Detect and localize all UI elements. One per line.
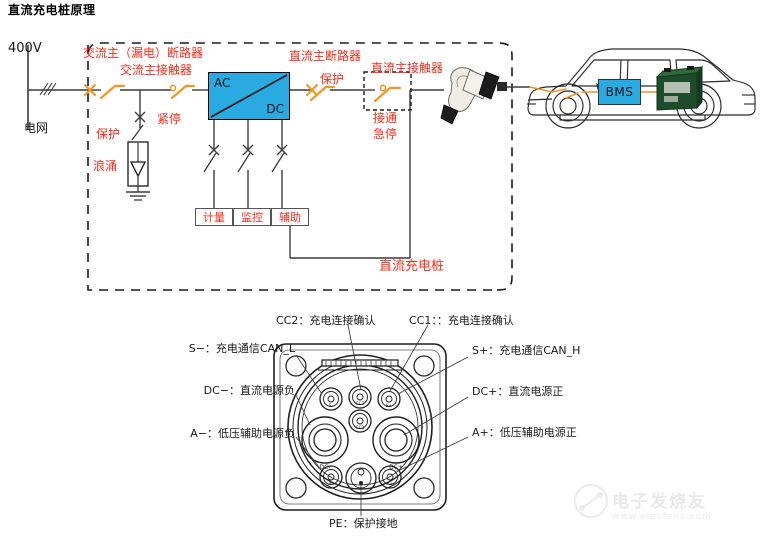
ac-main-contactor-symbol <box>99 84 126 100</box>
connect-label: 接通 <box>373 111 398 125</box>
battery-pack <box>655 65 704 111</box>
page-title: 直流充电桩原理 <box>8 3 96 17</box>
station-boundary <box>87 42 513 291</box>
grid-name-label: 电网 <box>24 121 49 135</box>
svg-text:DC+: DC+ <box>389 464 403 471</box>
label-cc2: CC2：充电连接确认 <box>276 314 376 327</box>
surge-protect-label: 保护 <box>96 127 121 141</box>
module-branches <box>203 120 288 208</box>
module-box-monitoring: 监控 <box>233 208 271 226</box>
module-box-metering: 计量 <box>195 208 233 226</box>
pin-dc-minus <box>301 416 349 464</box>
label-a-minus: A−：低压辅助电源负 <box>190 427 295 440</box>
ac-main-contactor-label: 交流主接触器 <box>120 63 193 77</box>
ac-main-breaker-label: 交流主（漏电）断路器 <box>83 46 204 60</box>
module-box-auxiliary: 辅助 <box>271 208 309 226</box>
grid-voltage-label: 400V <box>8 41 42 56</box>
svg-text:DC-: DC- <box>320 464 331 471</box>
ac-main-breaker-symbol <box>84 84 96 96</box>
charging-gun <box>440 67 530 125</box>
dc-main-breaker-symbol <box>306 84 318 96</box>
emergency-stop-label: 紧停 <box>157 112 182 126</box>
svg-text:A-: A- <box>329 481 334 487</box>
connector-leader-lines <box>295 324 469 516</box>
svg-text:A+: A+ <box>387 481 394 487</box>
surge-label: 浪涌 <box>93 159 118 173</box>
pin-s-plus <box>377 387 401 411</box>
pin-dc-plus <box>372 416 420 464</box>
pin-s-minus <box>319 387 343 411</box>
pin-a-minus <box>319 465 343 489</box>
svg-text:CC1: CC1 <box>355 425 364 431</box>
dc-main-contactor-symbol <box>373 84 402 103</box>
watermark-text: 电子发烧友 <box>612 492 707 512</box>
label-dc-plus: DC+：直流电源正 <box>472 385 564 398</box>
label-pe: PE：保护接地 <box>329 517 398 530</box>
vehicle-charge-lead <box>529 86 657 99</box>
converter-dc-label: DC <box>266 102 284 116</box>
station-caption: 直流充电桩 <box>379 259 445 274</box>
dc-protect-label: 保护 <box>320 72 345 86</box>
pin-a-plus <box>378 465 402 489</box>
label-dc-minus: DC−：直流电源负 <box>203 384 295 397</box>
ac-dc-converter: AC DC <box>208 72 290 120</box>
emergency-stop-switch-ac <box>169 84 196 100</box>
dc-main-contactor-label: 直流主接触器 <box>371 61 444 75</box>
pin-cc1 <box>348 409 372 433</box>
bms-box: BMS <box>598 79 641 105</box>
label-s-plus: S+：充电通信CAN_H <box>472 344 581 357</box>
label-a-plus: A+：低压辅助电源正 <box>472 426 577 439</box>
svg-text:CC2: CC2 <box>355 401 364 407</box>
watermark-url: www.elecfans.com <box>612 512 712 522</box>
urgent-stop-label: 急停 <box>373 127 398 141</box>
aux-return-bus <box>289 90 411 259</box>
vehicle-illustration <box>527 48 756 129</box>
watermark: 电子发烧友 www.elecfans.com <box>574 484 712 522</box>
dc-main-contactor-box <box>363 71 412 111</box>
dc-protect-blade <box>309 85 336 102</box>
label-s-minus: S−：充电通信CAN_L <box>188 342 295 355</box>
pin-id-texts: S- CC2 S+ CC1 DC- DC+ A- A+ <box>320 401 403 487</box>
surge-branch <box>126 90 150 201</box>
grid-bus <box>27 45 88 130</box>
label-cc1: CC1：：充电连接确认 <box>409 314 514 327</box>
dc-main-breaker-label: 直流主断路器 <box>289 49 362 63</box>
svg-text:S+: S+ <box>386 403 393 409</box>
svg-text:S-: S- <box>329 403 334 409</box>
converter-ac-label: AC <box>214 76 231 90</box>
